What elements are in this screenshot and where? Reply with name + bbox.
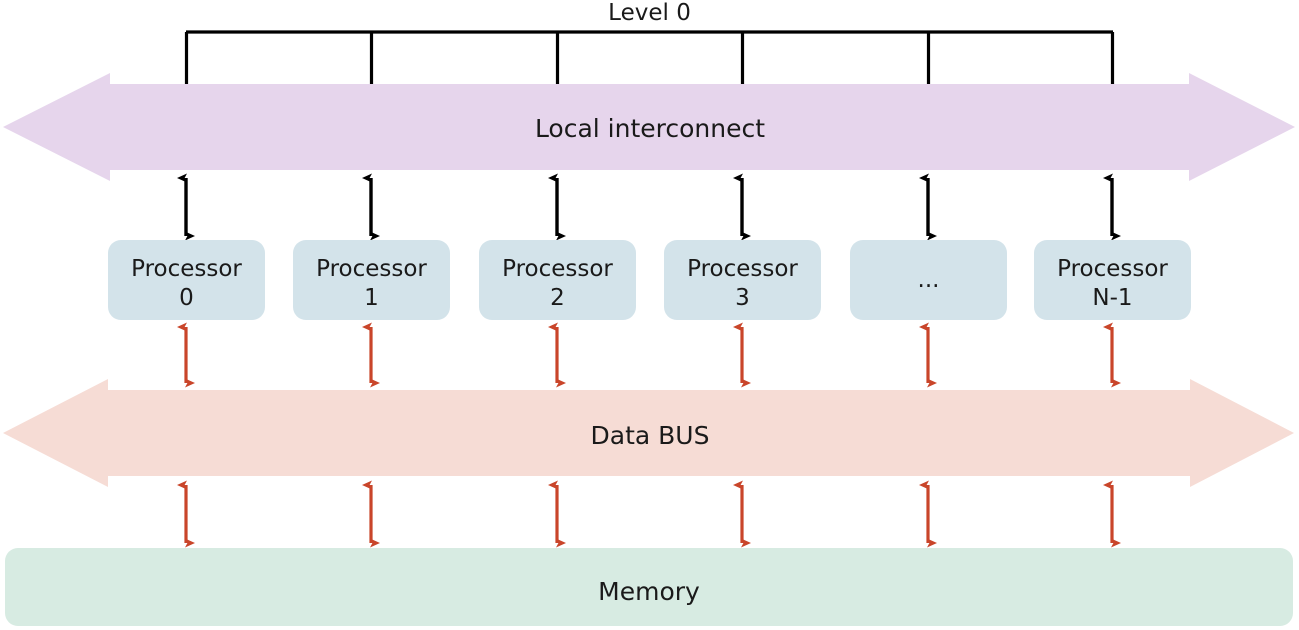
processor-box-0 — [108, 240, 265, 320]
processor-box-2 — [479, 240, 636, 320]
processor-bus-links — [177, 322, 1121, 388]
interconnect-processor-links — [177, 173, 1121, 241]
data-bus-arrow — [3, 379, 1294, 487]
processor-box-3 — [664, 240, 821, 320]
bus-memory-links — [177, 480, 1121, 548]
level-bracket — [184, 30, 1115, 85]
processor-box-5 — [1034, 240, 1191, 320]
processor-box-1 — [293, 240, 450, 320]
processor-boxes — [108, 240, 1191, 320]
memory-box — [5, 548, 1293, 626]
processor-box-4 — [850, 240, 1007, 320]
local-interconnect-arrow — [3, 73, 1295, 181]
